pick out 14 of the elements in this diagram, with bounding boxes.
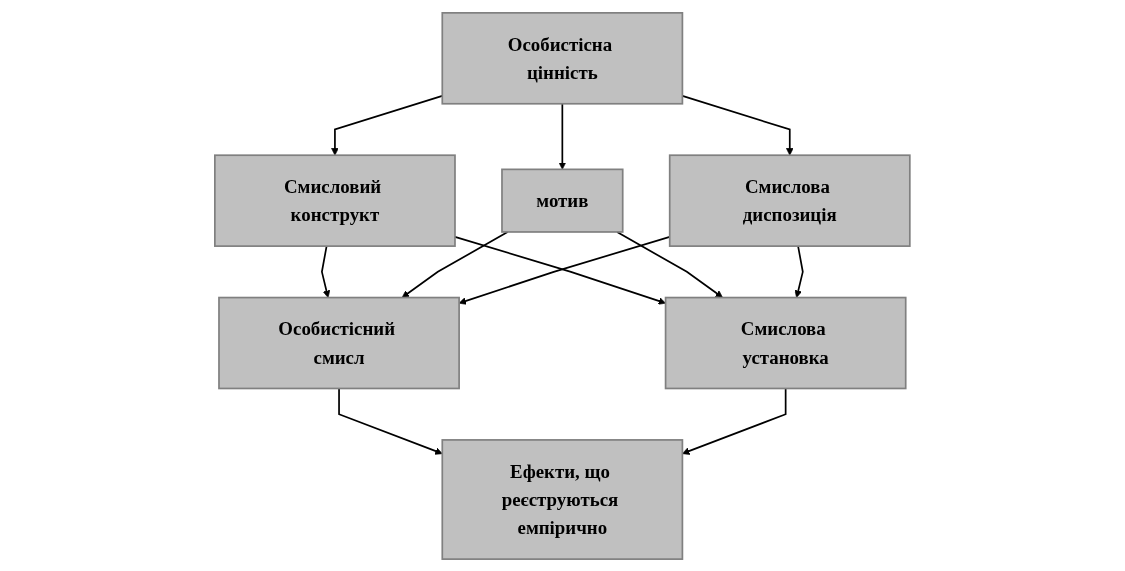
arrow xyxy=(682,387,787,455)
node-box: Особистісний смисл xyxy=(218,296,461,389)
node-box: Ефекти, що реєструються емпірично xyxy=(441,438,684,560)
arrow xyxy=(401,230,509,298)
node-box: Смислова диспозиція xyxy=(669,153,911,247)
arrow xyxy=(558,102,567,170)
arrow xyxy=(321,244,331,298)
node-box: Смислова установка xyxy=(664,296,907,389)
arrow xyxy=(338,387,443,455)
arrow xyxy=(794,244,804,298)
node-box: Особистісна цінність xyxy=(441,11,684,105)
node-box: мотив xyxy=(501,168,624,233)
arrow xyxy=(616,230,724,298)
node-box: Смисловий конструкт xyxy=(214,153,456,247)
